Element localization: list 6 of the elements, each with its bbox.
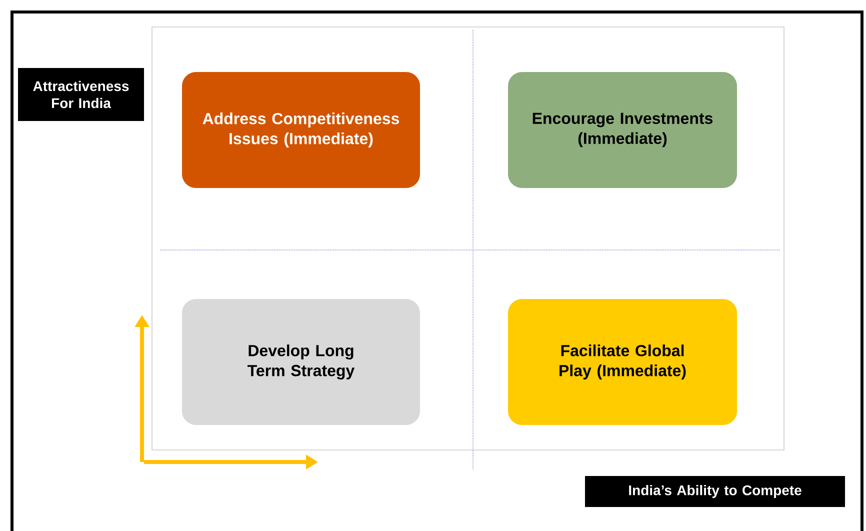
quadrant-box: Address Competitiveness Issues (Immediate) xyxy=(182,72,420,188)
axis-label: India’s Ability to Compete xyxy=(585,476,845,507)
axis-label: Attractiveness For India xyxy=(18,68,144,121)
quadrant-box: Encourage Investments (Immediate) xyxy=(508,72,737,188)
quadrant-box: Develop Long Term Strategy xyxy=(182,299,420,425)
quadrant-box: Facilitate Global Play (Immediate) xyxy=(508,299,737,425)
